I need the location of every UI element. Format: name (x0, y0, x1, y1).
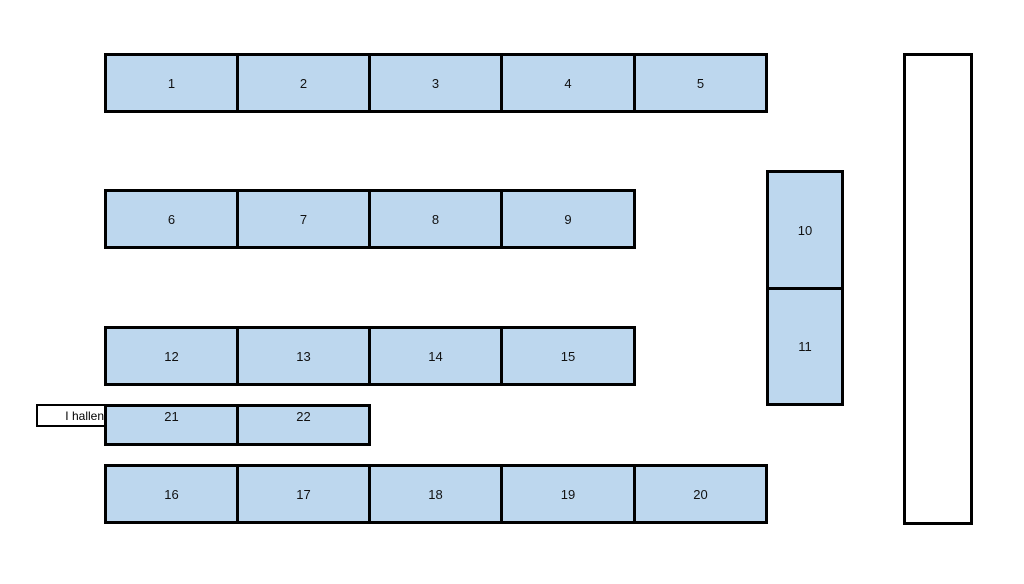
booth-8[interactable]: 8 (368, 189, 503, 249)
booth-11[interactable]: 11 (766, 287, 844, 406)
booth-7[interactable]: 7 (236, 189, 371, 249)
booth-17[interactable]: 17 (236, 464, 371, 524)
booth-15[interactable]: 15 (500, 326, 636, 386)
booth-16[interactable]: 16 (104, 464, 239, 524)
booth-12[interactable]: 12 (104, 326, 239, 386)
booth-20[interactable]: 20 (633, 464, 768, 524)
booth-2[interactable]: 2 (236, 53, 371, 113)
booth-9[interactable]: 9 (500, 189, 636, 249)
booth-6[interactable]: 6 (104, 189, 239, 249)
booth-10[interactable]: 10 (766, 170, 844, 290)
booth-22[interactable]: 22 (236, 404, 371, 446)
booth-21[interactable]: 21 (104, 404, 239, 446)
hall-label: I hallen (36, 404, 108, 427)
booth-4[interactable]: 4 (500, 53, 636, 113)
booth-1[interactable]: 1 (104, 53, 239, 113)
booth-13[interactable]: 13 (236, 326, 371, 386)
booth-14[interactable]: 14 (368, 326, 503, 386)
booth-5[interactable]: 5 (633, 53, 768, 113)
booth-3[interactable]: 3 (368, 53, 503, 113)
booth-18[interactable]: 18 (368, 464, 503, 524)
side-area (903, 53, 973, 525)
booth-19[interactable]: 19 (500, 464, 636, 524)
